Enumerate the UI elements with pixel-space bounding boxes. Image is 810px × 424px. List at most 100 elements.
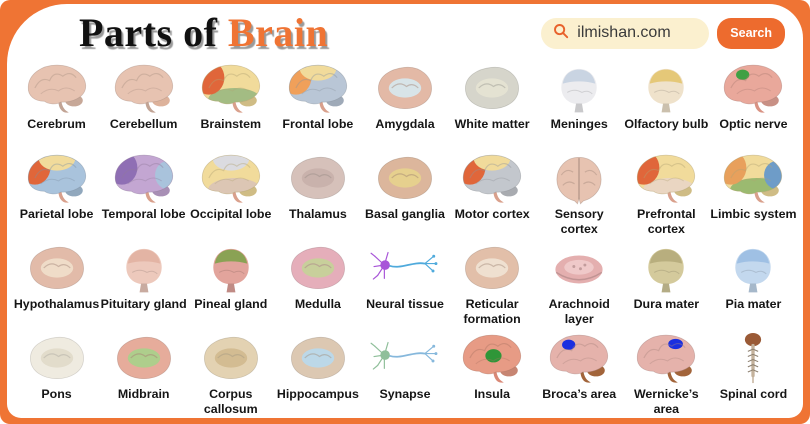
item-label: Sensory cortex — [554, 207, 604, 236]
grid-item-insula: Insula — [449, 330, 536, 418]
brain-parts-grid: Cerebrum Cerebellum Brainstem Frontal lo… — [7, 58, 803, 418]
pituitary-gland-icon — [106, 240, 182, 296]
item-label: Limbic system — [710, 207, 797, 221]
frontal-lobe-icon — [280, 60, 356, 116]
search-input[interactable]: ilmishan.com — [541, 17, 710, 49]
grid-item-meninges: Meninges — [536, 60, 623, 150]
item-label: Hypothalamus — [13, 297, 100, 311]
item-label: Synapse — [379, 387, 431, 401]
grid-item-pons: Pons — [13, 330, 100, 418]
title-text-orange: Brain — [227, 10, 329, 55]
item-label: Temporal lobe — [101, 207, 186, 221]
pineal-gland-icon — [193, 240, 269, 296]
grid-item-neural-tissue: Neural tissue — [361, 240, 448, 330]
search-query-text: ilmishan.com — [577, 24, 671, 41]
item-label: Medulla — [294, 297, 341, 311]
reticular-formation-icon — [454, 240, 530, 296]
arachnoid-layer-icon — [541, 240, 617, 296]
item-label: Hippocampus — [276, 387, 359, 401]
prefrontal-cortex-icon — [628, 150, 704, 206]
page-title: Parts of Brain — [79, 13, 328, 53]
cerebrum-icon — [19, 60, 95, 116]
item-label: Broca’s area — [542, 387, 617, 401]
item-label: Frontal lobe — [282, 117, 354, 131]
grid-item-pia-mater: Pia mater — [710, 240, 797, 330]
title-text-black: Parts of — [79, 10, 218, 55]
item-label: Midbrain — [117, 387, 170, 401]
item-label: Pons — [41, 387, 72, 401]
grid-item-corpus-callosum: Corpus callosum — [187, 330, 274, 418]
header: Parts of Brain ilmishan.com Search — [7, 4, 803, 58]
wernickes-area-icon — [628, 330, 704, 386]
grid-item-brocas-area: Broca’s area — [536, 330, 623, 418]
search-icon — [553, 23, 569, 44]
item-label: Basal ganglia — [365, 207, 445, 221]
grid-item-spinal-cord: Spinal cord — [710, 330, 797, 418]
insula-icon — [454, 330, 530, 386]
grid-item-limbic-system: Limbic system — [710, 150, 797, 240]
grid-item-temporal-lobe: Temporal lobe — [100, 150, 187, 240]
item-label: Olfactory bulb — [624, 117, 709, 131]
item-label: Prefrontal cortex — [637, 207, 696, 236]
basal-ganglia-icon — [367, 150, 443, 206]
grid-item-frontal-lobe: Frontal lobe — [274, 60, 361, 150]
item-label: Amygdala — [375, 117, 435, 131]
white-matter-icon — [454, 60, 530, 116]
item-label: Arachnoid layer — [548, 297, 610, 326]
grid-item-cerebrum: Cerebrum — [13, 60, 100, 150]
grid-item-olfactory-bulb: Olfactory bulb — [623, 60, 710, 150]
amygdala-icon — [367, 60, 443, 116]
item-label: Wernicke’s area — [633, 387, 699, 416]
grid-item-occipital-lobe: Occipital lobe — [187, 150, 274, 240]
grid-item-dura-mater: Dura mater — [623, 240, 710, 330]
item-label: Meninges — [550, 117, 608, 131]
grid-item-arachnoid-layer: Arachnoid layer — [536, 240, 623, 330]
thalamus-icon — [280, 150, 356, 206]
neural-tissue-icon — [367, 240, 443, 296]
grid-item-pineal-gland: Pineal gland — [187, 240, 274, 330]
synapse-icon — [367, 330, 443, 386]
grid-item-basal-ganglia: Basal ganglia — [361, 150, 448, 240]
item-label: Pituitary gland — [100, 297, 187, 311]
occipital-lobe-icon — [193, 150, 269, 206]
item-label: White matter — [454, 117, 530, 131]
spinal-cord-icon — [715, 330, 791, 386]
content-panel: Parts of Brain ilmishan.com Search Cereb… — [7, 4, 803, 418]
grid-item-synapse: Synapse — [361, 330, 448, 418]
grid-item-motor-cortex: Motor cortex — [449, 150, 536, 240]
item-label: Brainstem — [200, 117, 262, 131]
item-label: Reticular formation — [463, 297, 521, 326]
meninges-icon — [541, 60, 617, 116]
limbic-system-icon — [715, 150, 791, 206]
grid-item-hypothalamus: Hypothalamus — [13, 240, 100, 330]
item-label: Pineal gland — [194, 297, 268, 311]
hippocampus-icon — [280, 330, 356, 386]
grid-item-pituitary-gland: Pituitary gland — [100, 240, 187, 330]
grid-item-sensory-cortex: Sensory cortex — [536, 150, 623, 240]
item-label: Dura mater — [633, 297, 700, 311]
search-button[interactable]: Search — [717, 17, 785, 49]
item-label: Occipital lobe — [190, 207, 272, 221]
item-label: Corpus callosum — [203, 387, 258, 416]
item-label: Cerebrum — [27, 117, 86, 131]
search-bar: ilmishan.com Search — [541, 17, 785, 49]
parietal-lobe-icon — [19, 150, 95, 206]
corpus-callosum-icon — [193, 330, 269, 386]
pons-icon — [19, 330, 95, 386]
item-label: Parietal lobe — [19, 207, 94, 221]
pia-mater-icon — [715, 240, 791, 296]
item-label: Cerebellum — [109, 117, 178, 131]
cerebellum-icon — [106, 60, 182, 116]
medulla-icon — [280, 240, 356, 296]
grid-item-optic-nerve: Optic nerve — [710, 60, 797, 150]
temporal-lobe-icon — [106, 150, 182, 206]
item-label: Motor cortex — [454, 207, 530, 221]
grid-item-amygdala: Amygdala — [361, 60, 448, 150]
grid-item-cerebellum: Cerebellum — [100, 60, 187, 150]
grid-item-thalamus: Thalamus — [274, 150, 361, 240]
optic-nerve-icon — [715, 60, 791, 116]
item-label: Insula — [474, 387, 510, 401]
item-label: Neural tissue — [366, 297, 444, 311]
sensory-cortex-icon — [541, 150, 617, 206]
